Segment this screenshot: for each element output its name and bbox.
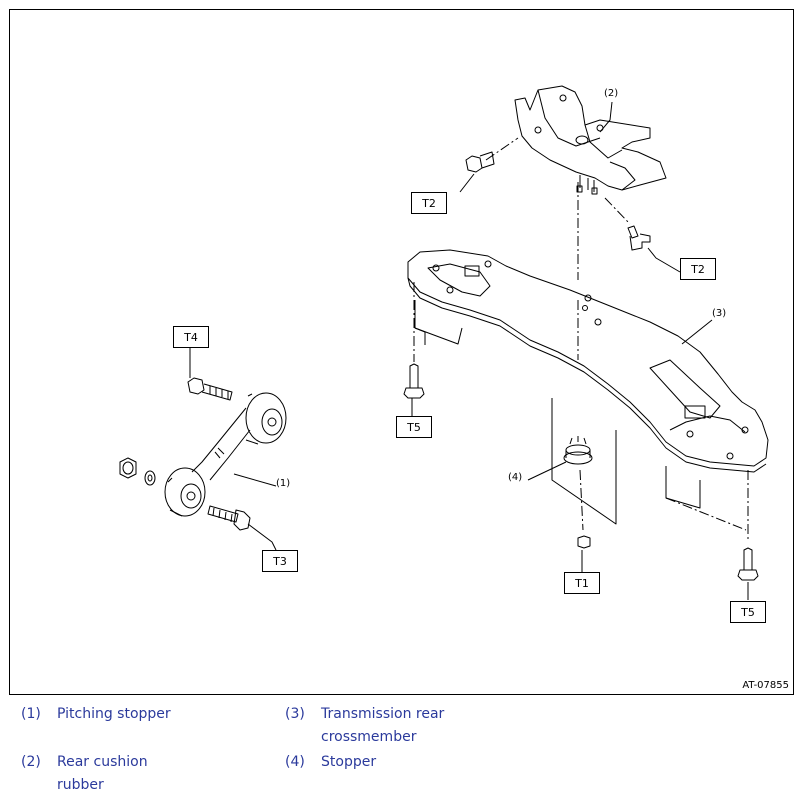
rear-cushion-rubber (514, 85, 667, 195)
exploded-view-diagram: T2 T2 T4 T5 T3 T1 T5 (2) (3) (4) (1) AT-… (9, 9, 794, 695)
torque-callout-t5-right: T5 (730, 601, 766, 623)
legend-text: Pitching stopper (57, 706, 171, 722)
torque-callout-t5-left: T5 (396, 416, 432, 438)
legend-num: (3) (285, 706, 305, 722)
torque-callout-t2-upper: T2 (411, 192, 447, 214)
legend-text: Transmission rear crossmember (321, 706, 445, 745)
legend-num: (2) (21, 754, 41, 770)
legend-text: Rear cushion rubber (57, 754, 148, 793)
bolts (187, 151, 759, 581)
parts-legend: (1) Pitching stopper (3) Transmission re… (0, 700, 804, 793)
alignment-lines (413, 137, 749, 542)
part-label-1: (1) (276, 478, 291, 489)
leader-lines (189, 101, 749, 600)
part-label-3: (3) (712, 308, 727, 319)
legend-num: (4) (285, 754, 305, 770)
diagram-drawing (119, 85, 769, 600)
part-label-2: (2) (604, 88, 619, 99)
figure-id: AT-07855 (742, 680, 789, 691)
transmission-rear-crossmember (407, 249, 769, 509)
legend-num: (1) (21, 706, 41, 722)
pitching-stopper (119, 392, 287, 517)
stopper (551, 398, 617, 525)
part-label-4: (4) (508, 472, 523, 483)
torque-callout-t2-right: T2 (680, 258, 716, 280)
legend-item-1: (1) Pitching stopper (21, 703, 197, 726)
torque-callout-t3: T3 (262, 550, 298, 572)
legend-text: Stopper (321, 754, 377, 770)
legend-item-2: (2) Rear cushion rubber (21, 751, 197, 797)
torque-callout-t4: T4 (173, 326, 209, 348)
legend-item-4: (4) Stopper (285, 751, 461, 774)
torque-callout-t1: T1 (564, 572, 600, 594)
legend-item-3: (3) Transmission rear crossmember (285, 703, 451, 749)
